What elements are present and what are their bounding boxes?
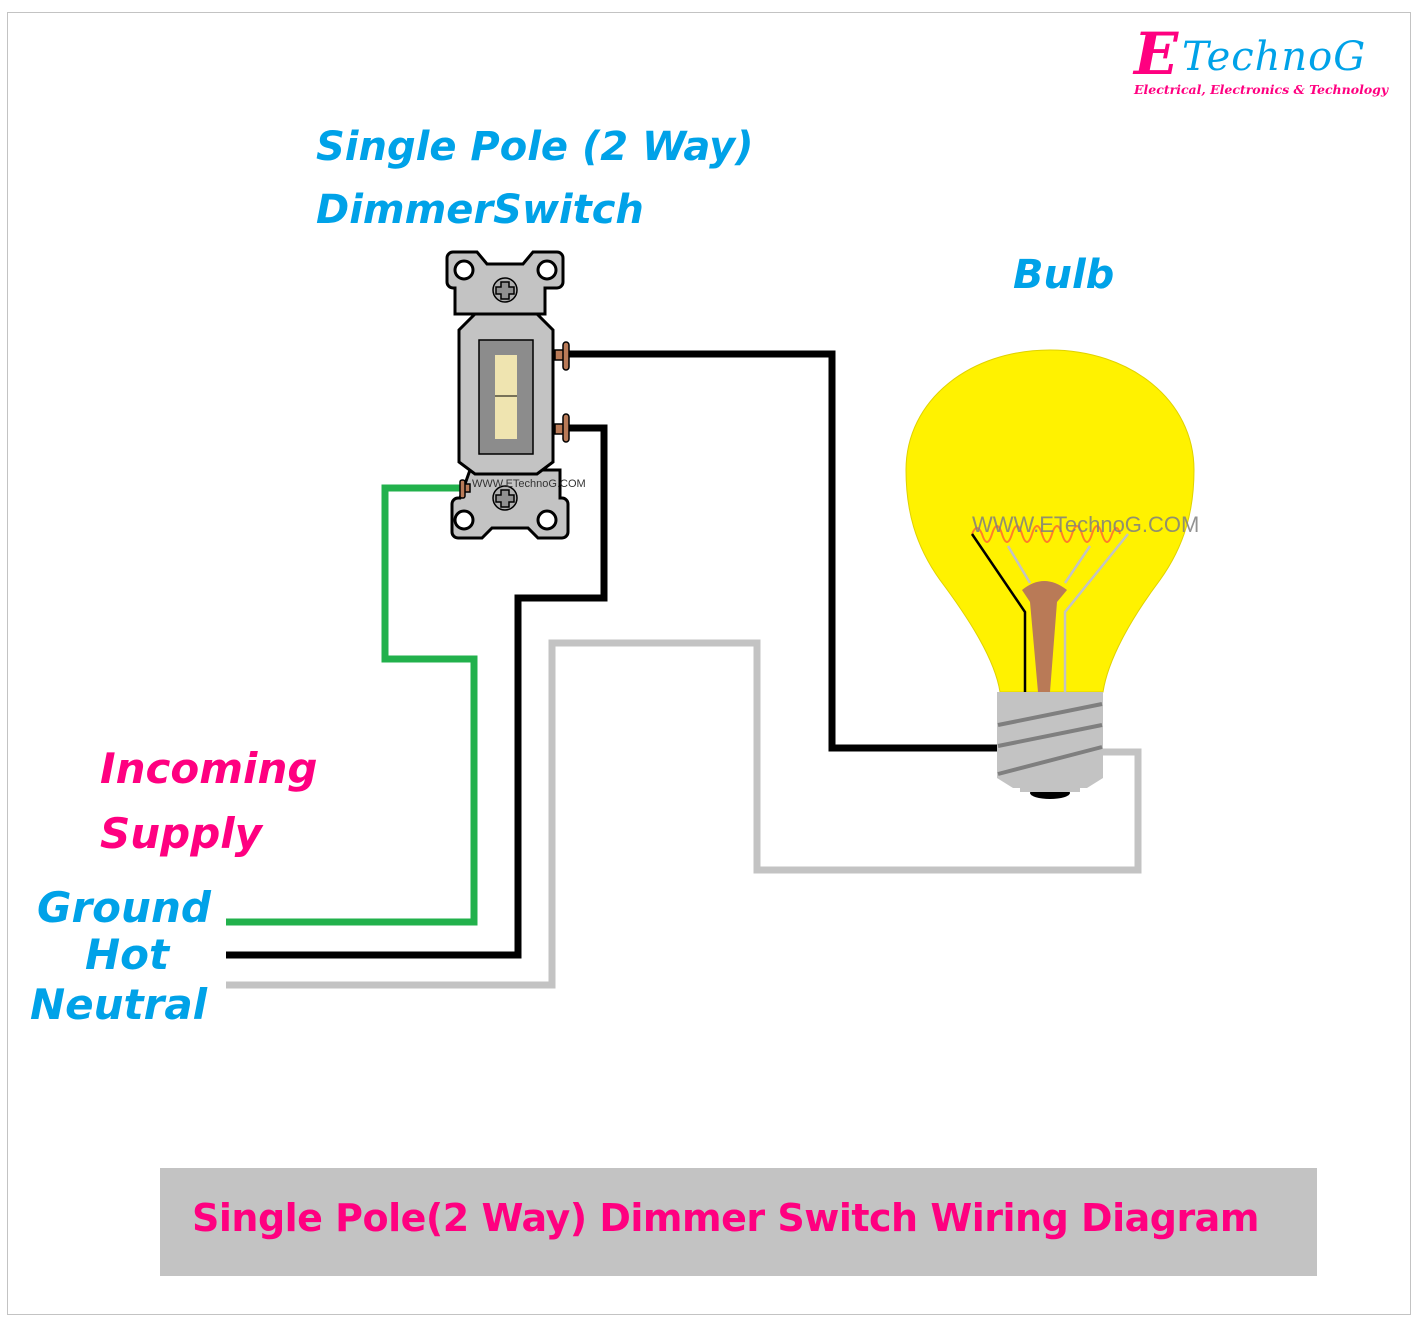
incoming-supply-label-line2: Supply: [100, 809, 263, 858]
diagram-caption: Single Pole(2 Way) Dimmer Switch Wiring …: [192, 1196, 1259, 1240]
bulb-label: Bulb: [1013, 252, 1115, 298]
neutral-label: Neutral: [30, 980, 208, 1029]
hot-wire-supply: [226, 424, 608, 959]
screw-slot: [495, 489, 515, 508]
incoming-supply-label-line1: Incoming: [100, 744, 318, 793]
base-thread: [997, 745, 1103, 776]
ground-terminal-screw: [459, 479, 471, 499]
mount-hole: [536, 509, 558, 531]
switched-hot-wire: [568, 350, 1000, 752]
logo-brand: TechnoG: [1182, 34, 1367, 80]
switch-toggle: [495, 355, 517, 439]
mount-hole: [453, 509, 475, 531]
diagram-frame: [7, 12, 1411, 1315]
switch-title-line2: DimmerSwitch: [316, 187, 644, 233]
screw-slot: [495, 281, 515, 300]
bulb-glass: [905, 349, 1195, 693]
mount-hole: [453, 259, 475, 281]
neutral-wire-supply: [226, 639, 1142, 989]
terminal-screw-top: [554, 341, 570, 371]
switch-watermark: WWW.ETechnoG.COM: [472, 478, 586, 490]
terminal-screw-bottom: [554, 413, 570, 443]
ground-wire: [226, 484, 478, 926]
bulb-base: [997, 692, 1103, 788]
ground-label: Ground: [37, 883, 211, 932]
dimmer-switch: [445, 250, 570, 540]
base-thread: [997, 702, 1103, 727]
caption-box: Single Pole(2 Way) Dimmer Switch Wiring …: [160, 1168, 1317, 1276]
bulb-stem: [1022, 581, 1067, 692]
etechnog-logo: E TechnoG Electrical, Electronics & Tech…: [1134, 20, 1394, 106]
support-wire: [1006, 545, 1032, 584]
logo-initial: E: [1134, 20, 1179, 88]
filament-coil: [971, 525, 1121, 543]
mount-hole: [536, 259, 558, 281]
lead-wire-grey: [1063, 533, 1129, 692]
lead-wire-black: [970, 533, 1027, 692]
logo-tagline: Electrical, Electronics & Technology: [1134, 82, 1389, 97]
support-wire: [1063, 545, 1092, 584]
switch-title-line1: Single Pole (2 Way): [316, 124, 754, 170]
light-bulb: [905, 349, 1195, 799]
bulb-contact-mask: [1020, 786, 1080, 792]
base-thread: [997, 723, 1103, 748]
bulb-watermark: WWW.ETechnoG.COM: [972, 512, 1200, 537]
hot-label: Hot: [85, 930, 170, 979]
